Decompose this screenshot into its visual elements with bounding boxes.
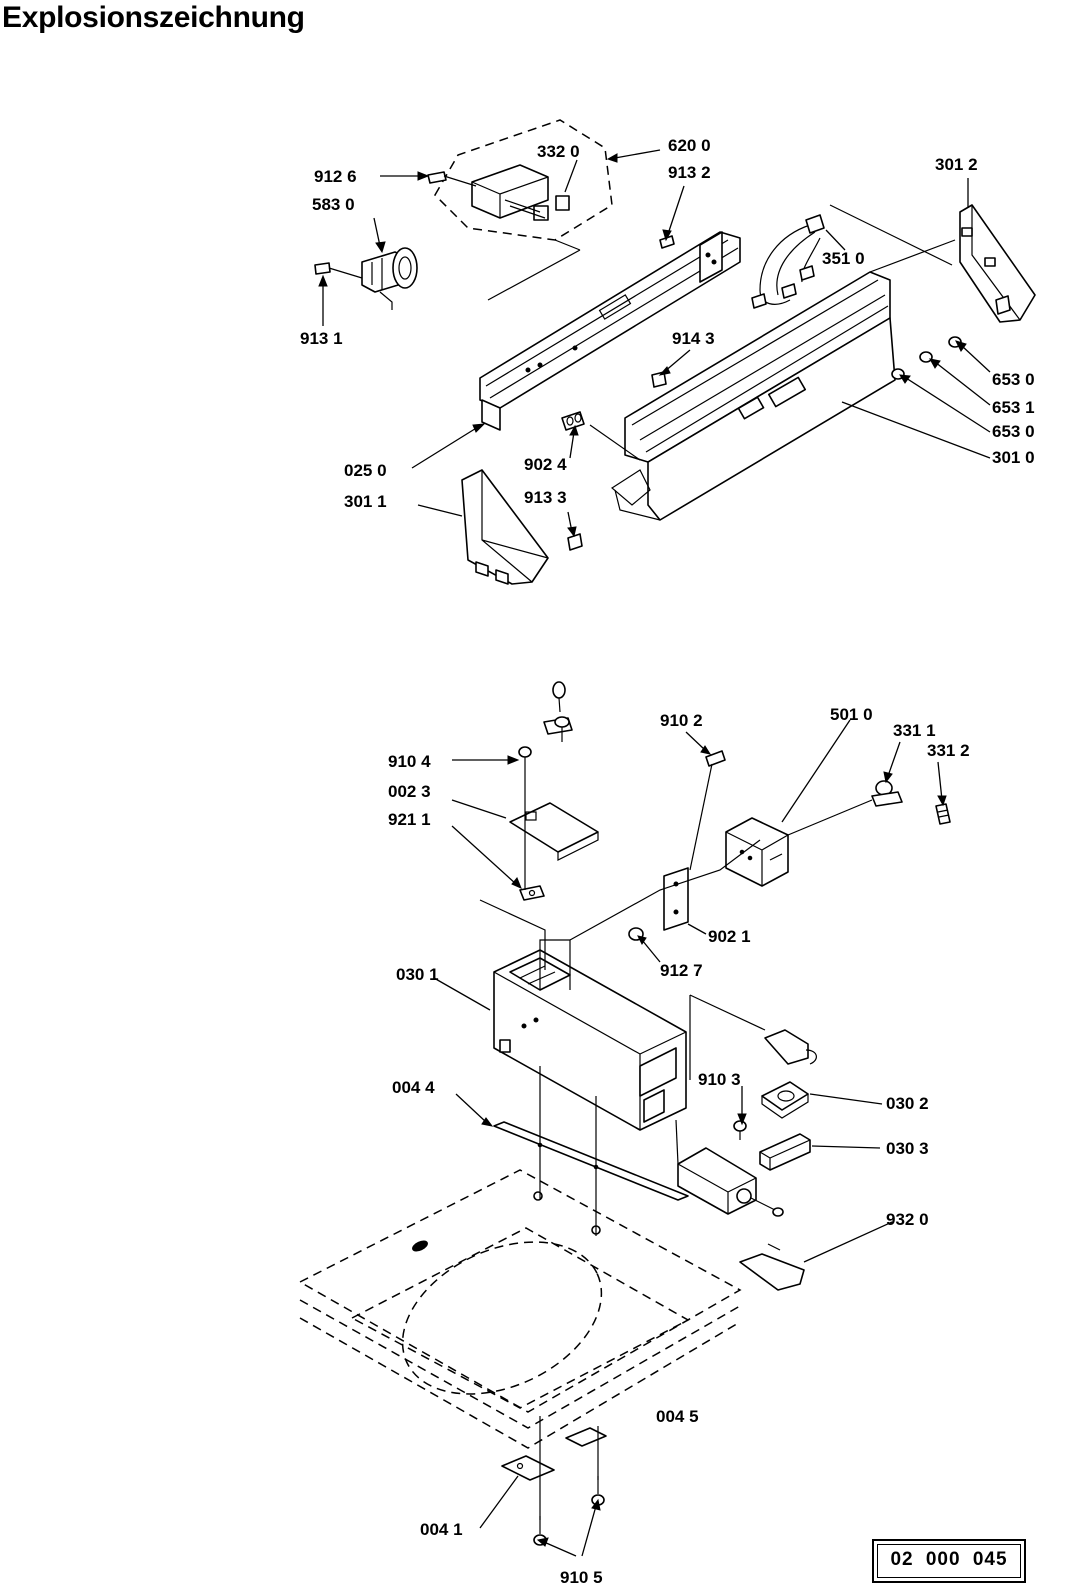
label-3011: 301 1 [344,492,387,511]
document-number-box: 02 000 045 [872,1539,1026,1583]
part-9103-screw [733,1120,747,1140]
label-6530-b: 653 0 [992,422,1035,441]
label-3510: 351 0 [822,249,865,268]
label-3012: 301 2 [935,155,978,174]
switch-group-outline [434,119,613,241]
label-9132: 913 2 [668,163,711,182]
part-9021-plate [663,867,689,931]
document-number: 02 000 045 [890,1549,1008,1570]
part-3312-pin [935,803,951,825]
part-9211-washer [519,885,545,901]
part-9320-clip [739,1243,805,1291]
label-9133: 913 3 [524,488,567,507]
part-0303-latch [759,1133,811,1171]
part-key-clip [543,681,573,742]
label-9105: 910 5 [560,1568,603,1587]
label-9103: 910 3 [698,1070,741,1089]
part-9143-screw [651,371,667,388]
part-0250-rail [479,231,741,431]
label-6200: 620 0 [668,136,711,155]
label-9104: 910 4 [388,752,431,771]
part-0023-bracket [509,802,599,861]
label-0250: 025 0 [344,461,387,480]
part-top-cover [298,1169,742,1449]
label-3311: 331 1 [893,721,936,740]
part-0045-bracket [565,1427,607,1447]
label-0303: 030 3 [886,1139,929,1158]
part-3320-switch-block [471,164,570,221]
upper-assembly: 912 6 583 0 332 0 620 0 913 2 301 2 913 … [300,119,1036,585]
label-9102: 910 2 [660,711,703,730]
label-0041: 004 1 [420,1520,463,1539]
part-9105-screws [533,1476,605,1546]
part-3012-end-cap-right [959,204,1036,323]
part-solenoid [677,1147,784,1217]
label-3010: 301 0 [992,448,1035,467]
label-0023: 002 3 [388,782,431,801]
label-9320: 932 0 [886,1210,929,1229]
label-9127: 912 7 [660,961,703,980]
part-3510-wiring-harness [751,214,825,309]
lower-assembly: 910 4 002 3 921 1 910 2 501 0 331 1 331 … [298,681,970,1587]
part-653x-screws [891,336,962,380]
part-3011-end-cap-left [461,469,549,585]
part-0301-housing [493,939,687,1131]
label-5010: 501 0 [830,705,873,724]
part-9102-screw [689,750,726,871]
label-9143: 914 3 [672,329,715,348]
part-9126-screw [427,171,477,187]
part-9131-screw [314,262,363,279]
label-6530-a: 653 0 [992,370,1035,389]
part-9104-screw [518,746,532,775]
label-9211: 921 1 [388,810,431,829]
part-0041-bracket [501,1455,555,1481]
part-3311-switch [871,780,903,807]
part-3010-front-panel [610,271,896,521]
label-3320: 332 0 [537,142,580,161]
part-0302-connector [761,1029,817,1119]
label-0301: 030 1 [396,965,439,984]
label-9126: 912 6 [314,167,357,186]
label-9021: 902 1 [708,927,751,946]
part-9024-clip [561,411,585,431]
label-9024: 902 4 [524,455,567,474]
part-5830-valve [361,247,418,310]
label-5830: 583 0 [312,195,355,214]
page-title: Explosionszeichnung [2,1,305,34]
label-6531: 653 1 [992,398,1035,417]
part-5010-actuator [725,817,789,887]
label-3312: 331 2 [927,741,970,760]
part-9133-screw [567,533,583,551]
label-9131: 913 1 [300,329,343,348]
document-number-inner-frame [877,1544,1021,1578]
label-0302: 030 2 [886,1094,929,1113]
part-0044-shim [493,1121,689,1201]
label-0044: 004 4 [392,1078,435,1097]
label-0045: 004 5 [656,1407,699,1426]
